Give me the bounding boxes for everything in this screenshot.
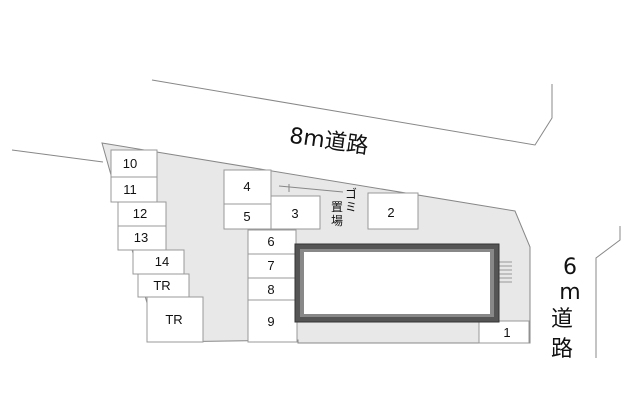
slot-tr-large (146, 296, 204, 343)
slot-label-13: 13 (134, 230, 148, 245)
slot-label-4: 4 (243, 179, 250, 194)
slot-2 (367, 192, 419, 230)
road-label-right: 6 m 道 路 (551, 255, 581, 362)
slot-4 (223, 169, 272, 205)
road-right-char-1: 道 (551, 307, 573, 332)
slot-label-5: 5 (243, 209, 250, 224)
slot-label-7: 7 (267, 258, 274, 273)
road-label-top: 8m道路 (288, 124, 370, 160)
garbage-char-4: 場 (331, 214, 343, 228)
slot-label-3: 3 (291, 206, 298, 221)
slot-label-10: 10 (123, 156, 137, 171)
garbage-area-lines (278, 184, 344, 193)
apartment-building (294, 243, 500, 323)
slot-label-11: 11 (123, 182, 137, 197)
slot-label-1: 1 (503, 325, 510, 340)
slot-label-8: 8 (267, 282, 274, 297)
slot-13 (117, 225, 167, 251)
garbage-char-3: 置 (331, 200, 343, 214)
slot-label-tr-large: TR (165, 312, 182, 327)
slot-label-6: 6 (267, 234, 274, 249)
road-boundaries (11, 79, 621, 358)
slot-label-14: 14 (155, 254, 169, 269)
parking-slots (110, 149, 530, 344)
road-right-number: 6 (563, 255, 577, 280)
slot-3 (270, 195, 321, 230)
garbage-char-1: ゴ (345, 186, 357, 201)
slot-label-9: 9 (267, 314, 274, 329)
slot-label-12: 12 (133, 206, 147, 221)
garbage-area-label: ゴ ミ 置 場 (331, 186, 357, 228)
slot-5 (223, 203, 272, 230)
slot-6 (247, 229, 297, 255)
slot-11 (110, 176, 158, 203)
slot-label-tr-small: TR (153, 278, 170, 293)
road-right-unit: m (559, 280, 580, 305)
road-edge-upper-left (11, 149, 104, 163)
slot-1 (478, 320, 530, 344)
slot-7 (247, 253, 297, 279)
slot-9 (247, 299, 298, 343)
garbage-char-2: ミ (345, 200, 357, 214)
road-edge-top (151, 79, 553, 146)
slot-14 (132, 249, 185, 275)
slot-label-2: 2 (387, 205, 394, 220)
road-edge-right (595, 226, 621, 358)
stairs (499, 261, 512, 283)
road-right-char-2: 路 (551, 337, 573, 362)
